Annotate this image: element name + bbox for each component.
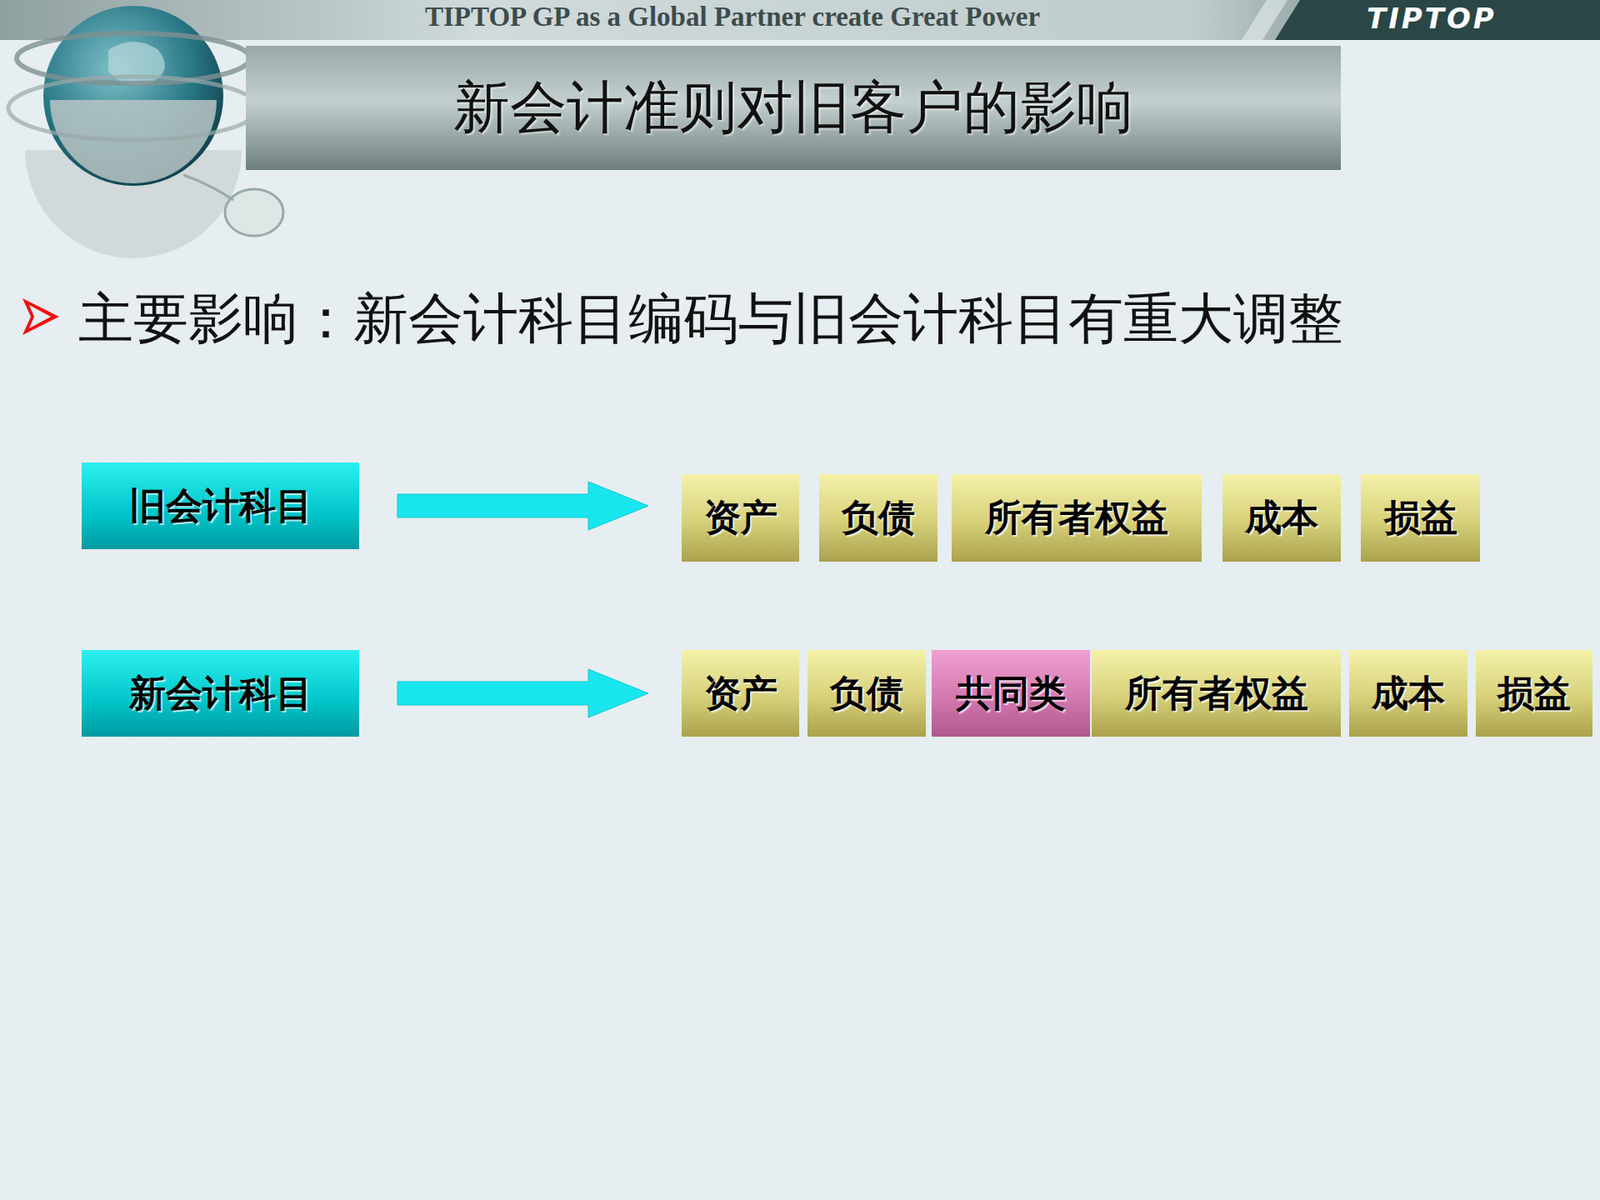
title-text: 新会计准则对旧客户的影响 xyxy=(453,70,1134,146)
box-label: 成本 xyxy=(1245,493,1319,543)
banner-text: TIPTOP GP as a Global Partner create Gre… xyxy=(425,1,1040,33)
account-class-box: 负债 xyxy=(819,474,938,562)
category-box: 新会计科目 xyxy=(81,650,360,737)
block-arrow xyxy=(397,481,649,530)
account-class-box: 所有者权益 xyxy=(1091,650,1341,737)
block-arrow xyxy=(397,669,649,718)
box-label: 所有者权益 xyxy=(985,493,1169,543)
box-label: 旧会计科目 xyxy=(129,481,313,531)
account-class-box: 资产 xyxy=(681,474,800,562)
title-box: 新会计准则对旧客户的影响 xyxy=(245,45,1341,170)
bullet-arrow xyxy=(20,295,61,339)
box-label: 共同类 xyxy=(955,669,1066,719)
account-class-box: 成本 xyxy=(1222,474,1341,562)
account-class-box: 成本 xyxy=(1349,650,1468,737)
box-label: 负债 xyxy=(830,669,904,719)
box-label: 新会计科目 xyxy=(129,669,313,719)
account-class-box: 共同类 xyxy=(931,650,1090,737)
account-class-box: 损益 xyxy=(1360,474,1480,562)
logo-text: TIPTOP xyxy=(1366,1,1497,35)
box-label: 负债 xyxy=(841,493,915,543)
account-class-box: 所有者权益 xyxy=(951,474,1202,562)
box-label: 所有者权益 xyxy=(1125,669,1309,719)
box-label: 成本 xyxy=(1371,669,1445,719)
box-label: 损益 xyxy=(1497,669,1571,719)
account-class-box: 损益 xyxy=(1475,650,1593,737)
account-class-box: 资产 xyxy=(681,650,800,737)
box-label: 损益 xyxy=(1384,493,1458,543)
box-label: 资产 xyxy=(704,669,778,719)
bullet-text: 主要影响：新会计科目编码与旧会计科目有重大调整 xyxy=(78,281,1344,357)
category-box: 旧会计科目 xyxy=(81,462,360,550)
account-class-box: 负债 xyxy=(807,650,926,737)
box-label: 资产 xyxy=(704,493,778,543)
